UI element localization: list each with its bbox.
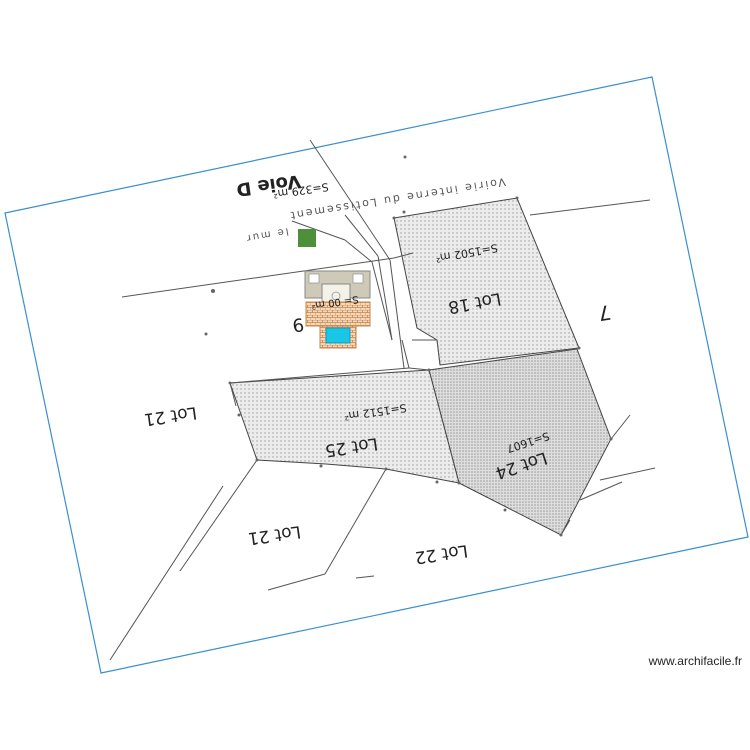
watermark: www.archifacile.fr: [648, 654, 742, 668]
terrace: [305, 301, 371, 327]
dimension-marks: [204, 155, 613, 537]
house-footprint: [304, 270, 371, 309]
swimming-pool: [325, 327, 351, 344]
boundary-lines: [109, 199, 656, 661]
lot-7-label: 7: [597, 300, 613, 326]
vegetation-block: [298, 229, 316, 247]
lot-9-label: 9: [291, 313, 305, 335]
internal-road: [291, 139, 441, 369]
